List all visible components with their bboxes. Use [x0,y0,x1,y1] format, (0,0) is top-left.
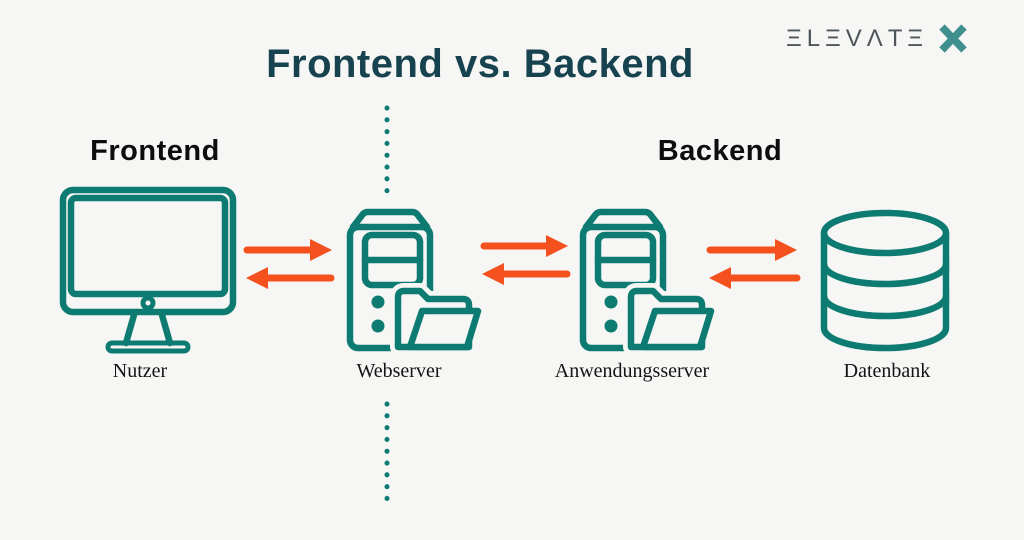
anwendungsserver-icon [583,212,711,348]
page-title: Frontend vs. Backend [266,42,694,86]
logo-x-icon [939,24,967,53]
database-icon [820,209,950,352]
backend-heading: Backend [657,135,783,167]
elevatex-logo: ΞLΞVΛTΞ [786,24,968,53]
monitor-icon [59,186,237,354]
nutzer-label: Nutzer [112,360,168,382]
anwendungsserver-label: Anwendungsserver [554,360,710,382]
arrows-anwendungsserver-datenbank [706,239,801,289]
arrows-nutzer-webserver [243,239,335,289]
webserver-label: Webserver [356,360,442,382]
arrows-webserver-anwendungsserver [480,235,571,285]
webserver-icon [350,212,478,348]
datenbank-label: Datenbank [843,360,931,382]
frontend-heading: Frontend [90,135,220,167]
logo-brand-text: ΞLΞVΛTΞ [786,24,928,52]
